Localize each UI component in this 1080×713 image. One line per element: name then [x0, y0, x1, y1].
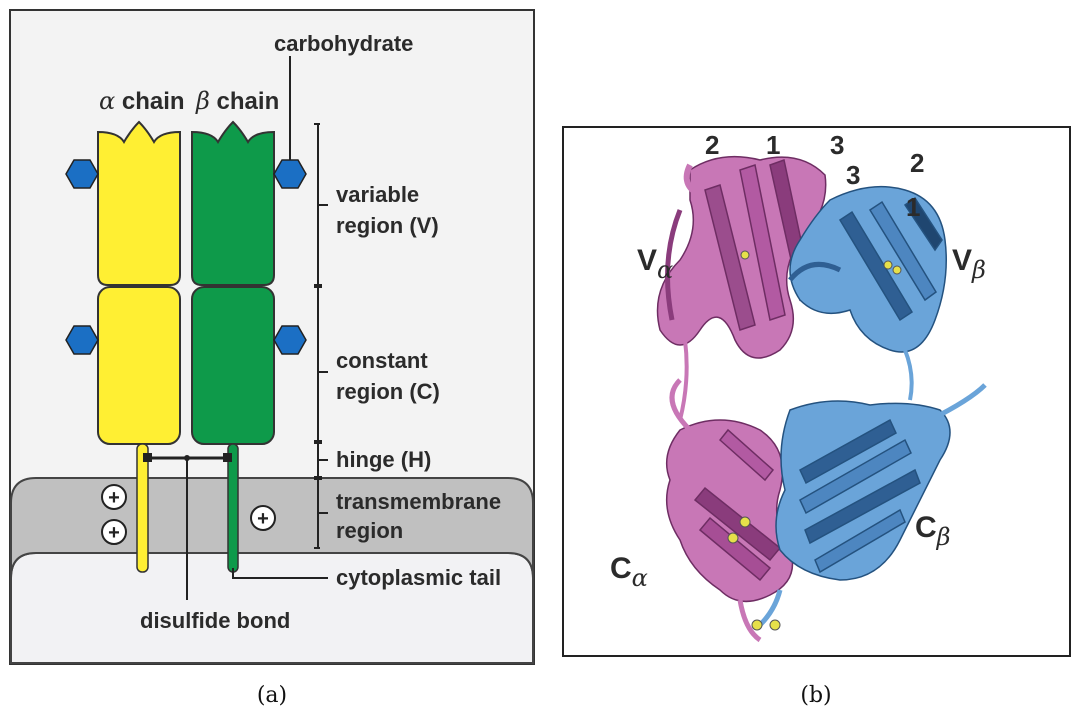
panel-b-caption: (b)	[800, 683, 831, 708]
c-beta-domain	[758, 383, 987, 627]
alpha-chain-label: α chain	[99, 87, 185, 115]
carbohydrate-beta-c	[273, 325, 307, 355]
carbohydrate-label: carbohydrate	[274, 31, 413, 56]
disulfide-leader-dot	[184, 455, 190, 461]
carbohydrate-alpha-c	[65, 325, 99, 355]
charge-beta-1-symbol: +	[257, 508, 269, 530]
panel-b-structure: Vα Vβ Cα Cβ 2 1 3 3 2 1	[562, 126, 1071, 657]
transmembrane-label-line2: region	[336, 518, 403, 543]
variable-region-label-line2: region (V)	[336, 213, 439, 238]
disulfide-end-left	[143, 453, 152, 462]
constant-region-label-line2: region (C)	[336, 379, 440, 404]
panel-a-caption: (a)	[257, 683, 287, 708]
charge-alpha-2	[101, 519, 127, 545]
charge-beta-1	[250, 505, 276, 531]
cdr-beta-2: 2	[910, 148, 924, 178]
panel-a-schematic: + + + α chain β chain carbohydrate varia…	[9, 9, 535, 665]
beta-variable-domain	[191, 120, 275, 286]
alpha-variable-domain	[97, 120, 181, 286]
cdr-alpha-1: 1	[766, 130, 780, 160]
disulfide-bonds	[727, 250, 902, 631]
alpha-tail	[136, 443, 149, 573]
hinge-label: hinge (H)	[336, 447, 431, 472]
v-beta-label: Vβ	[952, 244, 986, 284]
variable-region-label-line1: variable	[336, 182, 419, 207]
disulfide-end-right	[223, 453, 232, 462]
cytoplasmic-leader-line	[232, 568, 328, 579]
region-bracket	[314, 123, 328, 549]
alpha-constant-domain	[97, 286, 181, 445]
c-beta-label: Cβ	[915, 511, 951, 551]
beta-linker	[903, 349, 914, 401]
beta-chain-label: β chain	[195, 87, 279, 115]
v-beta-domain	[788, 185, 947, 353]
beta-tail	[227, 443, 239, 573]
cdr-beta-3: 3	[846, 160, 860, 190]
constant-region-label-line1: constant	[336, 348, 428, 373]
cdr-alpha-2: 2	[705, 130, 719, 160]
c-alpha-domain	[665, 378, 794, 643]
v-alpha-label: Vα	[637, 244, 673, 284]
cdr-beta-1: 1	[906, 192, 920, 222]
charge-alpha-2-symbol: +	[108, 522, 120, 544]
cytoplasmic-tail-label: cytoplasmic tail	[336, 565, 501, 590]
charge-alpha-1-symbol: +	[108, 487, 120, 509]
charge-alpha-1	[101, 484, 127, 510]
cdr-alpha-3: 3	[830, 130, 844, 160]
membrane-charges: + + +	[101, 484, 276, 545]
c-alpha-label: Cα	[610, 552, 648, 592]
transmembrane-label-line1: transmembrane	[336, 489, 501, 514]
carbohydrate-beta-v	[273, 159, 307, 189]
alpha-linker	[678, 339, 689, 421]
beta-constant-domain	[191, 286, 275, 445]
disulfide-bond-label: disulfide bond	[140, 608, 290, 633]
carbohydrate-alpha-v	[65, 159, 99, 189]
